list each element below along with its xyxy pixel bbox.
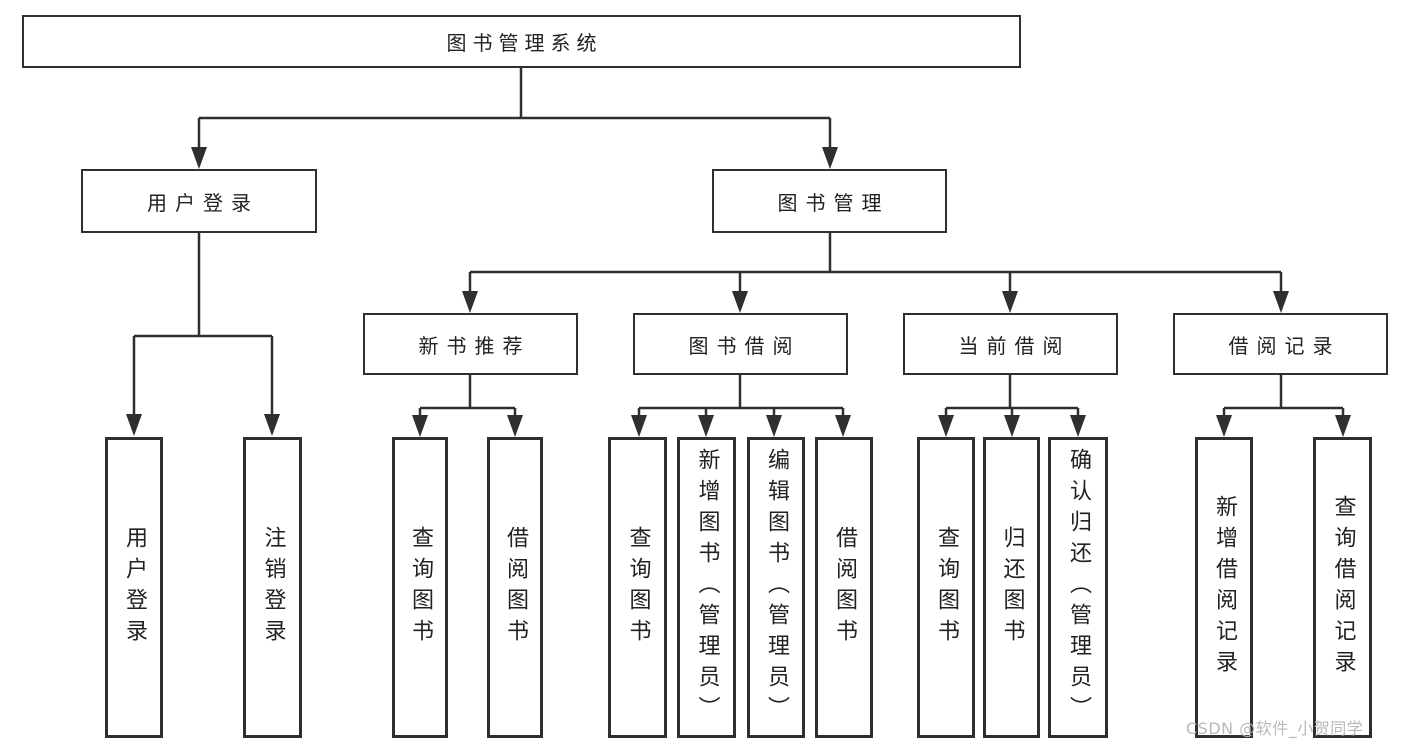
leaf-edit-book-admin: 编辑图书（管理员） [747, 437, 805, 738]
connector-root-to-level2 [197, 68, 832, 148]
node-book-management: 图书管理 [712, 169, 947, 233]
leaf-query-books-current: 查询图书 [917, 437, 975, 738]
node-label: 归还图书 [999, 525, 1025, 650]
node-current-borrowing: 当前借阅 [903, 313, 1118, 375]
node-label: 当前借阅 [958, 333, 1071, 358]
node-library-management-system: 图书管理系统 [22, 15, 1021, 68]
node-label: 图书借阅 [688, 333, 801, 358]
node-label: 新书推荐 [418, 333, 531, 358]
node-label: 图书管理 [777, 190, 890, 215]
node-label: 新增借阅记录 [1212, 494, 1237, 681]
node-label: 编辑图书（管理员） [764, 448, 789, 727]
node-new-book-recommend: 新书推荐 [363, 313, 578, 375]
node-label: 借阅图书 [503, 525, 528, 650]
node-label: 查询借阅记录 [1330, 494, 1356, 681]
leaf-query-books-recommend: 查询图书 [392, 437, 448, 738]
node-label: 查询图书 [934, 525, 959, 650]
connector-book-borrow-branch [637, 375, 845, 416]
connector-current-borrow-branch [944, 375, 1080, 416]
arrowheads-book-borrow [631, 415, 851, 437]
leaf-borrow-books: 借阅图书 [815, 437, 873, 738]
connector-book-mgmt-branch [468, 233, 1283, 292]
arrowheads-level3 [462, 291, 1289, 313]
node-label: 确认归还（管理员） [1066, 448, 1091, 727]
leaf-query-borrow-record: 查询借阅记录 [1313, 437, 1372, 738]
connector-user-login-branch [132, 233, 274, 415]
leaf-return-books: 归还图书 [983, 437, 1040, 738]
node-label: 借阅图书 [832, 525, 857, 650]
connector-borrow-records-branch [1222, 375, 1345, 416]
node-label: 查询图书 [408, 525, 433, 650]
node-label: 借阅记录 [1228, 333, 1341, 358]
node-book-borrowing: 图书借阅 [633, 313, 848, 375]
node-label: 注销登录 [260, 525, 286, 650]
node-label: 图书管理系统 [446, 31, 603, 55]
arrowheads-current-borrow [938, 415, 1086, 437]
arrowheads-user-login [126, 414, 280, 436]
arrowheads-borrow-records [1216, 415, 1351, 437]
arrowheads-level2 [191, 147, 838, 169]
leaf-add-book-admin: 新增图书（管理员） [677, 437, 736, 738]
leaf-borrow-books-recommend: 借阅图书 [487, 437, 543, 738]
connector-new-books-branch [418, 375, 517, 416]
arrowheads-new-books [412, 415, 523, 437]
node-borrow-records: 借阅记录 [1173, 313, 1388, 375]
leaf-user-login: 用户登录 [105, 437, 163, 738]
node-label: 新增图书（管理员） [694, 448, 720, 727]
node-label: 用户登录 [147, 190, 259, 215]
leaf-confirm-return-admin: 确认归还（管理员） [1048, 437, 1108, 738]
leaf-add-borrow-record: 新增借阅记录 [1195, 437, 1253, 738]
node-label: 查询图书 [625, 525, 651, 650]
node-label: 用户登录 [122, 525, 147, 650]
node-user-login: 用户登录 [81, 169, 317, 233]
leaf-query-books-borrow: 查询图书 [608, 437, 667, 738]
watermark-text: CSDN @软件_小贺同学 [1186, 719, 1364, 738]
leaf-logout: 注销登录 [243, 437, 302, 738]
